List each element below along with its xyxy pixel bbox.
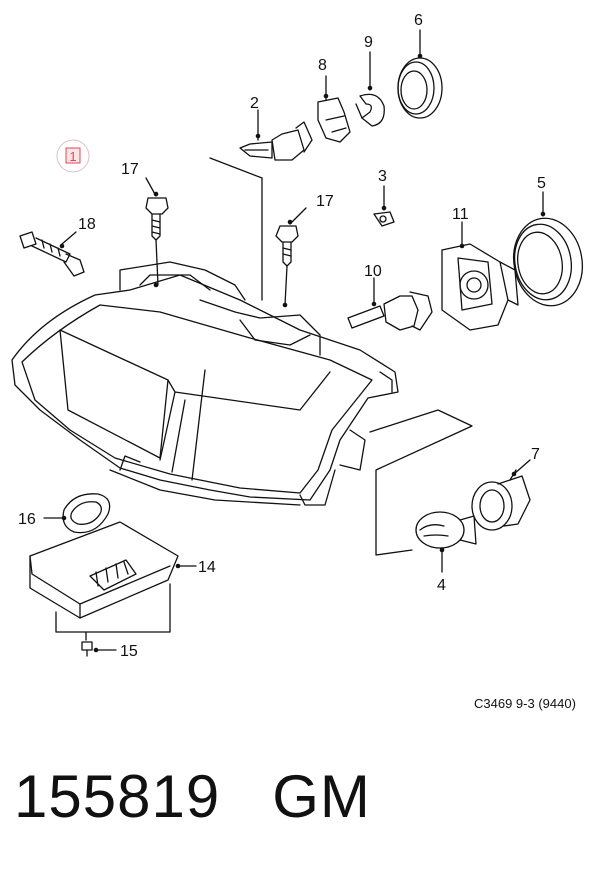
clip-9 — [355, 51, 385, 127]
bolt-18 — [19, 231, 85, 277]
callout-4: 4 — [437, 577, 446, 594]
control-module-14 — [29, 521, 197, 641]
leader-dots — [59, 53, 546, 653]
screw-15 — [81, 641, 117, 657]
cover-5 — [513, 191, 583, 307]
callout-10: 10 — [364, 263, 382, 280]
cover-6 — [397, 29, 443, 119]
screw-17b — [275, 207, 307, 306]
diagram-reference: C3469 9-3 (9440) — [474, 696, 576, 711]
bulb-holder-8 — [317, 75, 351, 143]
part-1-badge: 1 — [56, 139, 90, 173]
callout-11: 11 — [452, 206, 469, 223]
leader-2-line — [209, 157, 263, 301]
callout-17a: 17 — [121, 161, 139, 178]
brand-label: GM — [272, 763, 371, 830]
callout-1: 1 — [69, 149, 76, 164]
callout-5: 5 — [537, 175, 546, 192]
callout-15: 15 — [120, 643, 138, 660]
callout-9: 9 — [364, 34, 373, 51]
bulb-2 — [239, 109, 313, 161]
gasket-16 — [43, 493, 111, 534]
callout-17b: 17 — [316, 193, 334, 210]
callout-8: 8 — [318, 57, 327, 74]
callout-3: 3 — [378, 168, 387, 185]
callout-7: 7 — [531, 446, 540, 463]
leader-4-bracket — [369, 409, 473, 556]
socket-7 — [471, 459, 531, 531]
callout-2: 2 — [250, 95, 259, 112]
callout-6: 6 — [414, 12, 423, 29]
headlamp-housing — [11, 261, 399, 506]
callout-14: 14 — [198, 559, 216, 576]
callout-18: 18 — [78, 216, 96, 233]
callout-16: 16 — [18, 511, 36, 528]
bulb-4 — [415, 511, 477, 573]
igniter-11 — [441, 221, 519, 331]
part-number-line: 155819 GM — [14, 762, 371, 831]
xenon-bulb-10 — [347, 277, 433, 331]
part-number: 155819 — [14, 763, 221, 830]
